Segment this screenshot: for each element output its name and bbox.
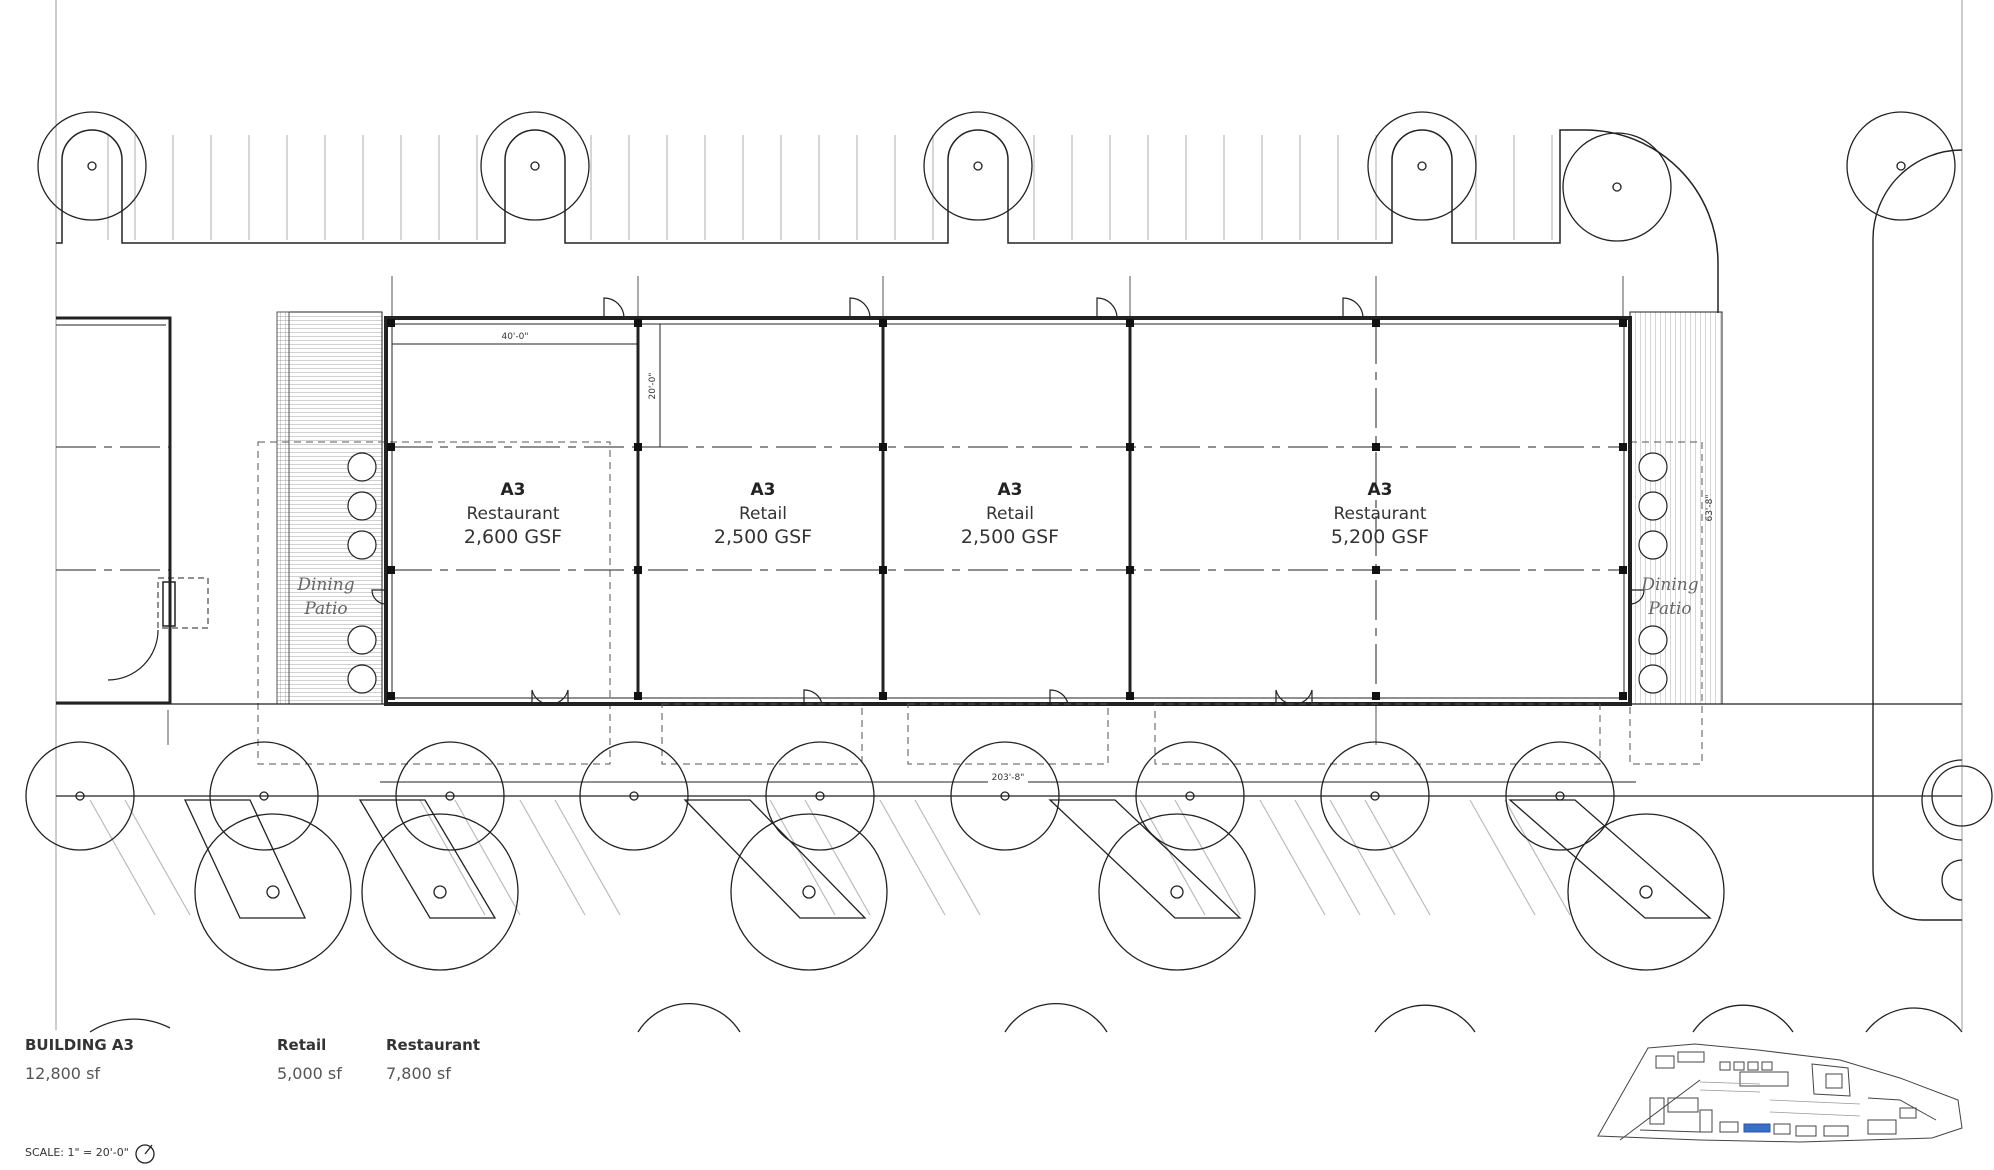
unit-1: A3 Restaurant 2,600 GSF	[464, 480, 562, 548]
right-dining-patio	[1629, 311, 1723, 765]
restaurant-area: 7,800 sf	[386, 1064, 451, 1083]
left-dining-patio	[257, 311, 611, 765]
retail-legend: Retail 5,000 sf	[277, 1036, 342, 1083]
left-patio-label-line2: Patio	[303, 599, 347, 619]
dim-bay-width: 40'-0"	[501, 332, 528, 342]
building-a3	[371, 297, 1645, 706]
unit-4-id: A3	[1368, 480, 1393, 500]
top-parking	[107, 135, 1553, 240]
top-trees	[37, 111, 1956, 242]
unit-3-area: 2,500 GSF	[961, 526, 1059, 548]
building-legend: BUILDING A3 12,800 sf	[25, 1036, 134, 1083]
unit-3: A3 Retail 2,500 GSF	[961, 480, 1059, 548]
restaurant-legend: Restaurant 7,800 sf	[386, 1036, 480, 1083]
left-patio-label-line1: Dining	[296, 575, 354, 595]
unit-1-id: A3	[501, 480, 526, 500]
bottom-islands	[183, 799, 1712, 919]
site-key-map	[1597, 1043, 1963, 1143]
unit-4-area: 5,200 GSF	[1331, 526, 1429, 548]
dim-bay-depth: 20'-0"	[648, 372, 658, 399]
right-curb	[1872, 149, 1963, 921]
parking-trees	[194, 813, 1725, 971]
retail-area: 5,000 sf	[277, 1064, 342, 1083]
unit-2-area: 2,500 GSF	[714, 526, 812, 548]
scale-label: SCALE: 1" = 20'-0"	[25, 1146, 129, 1159]
unit-1-area: 2,600 GSF	[464, 526, 562, 548]
dim-building-length: 203'-8"	[992, 773, 1025, 783]
unit-3-use: Retail	[986, 504, 1034, 524]
building-area: 12,800 sf	[25, 1064, 101, 1083]
right-patio-label-line1: Dining	[1640, 575, 1698, 595]
unit-3-id: A3	[998, 480, 1023, 500]
right-patio-label-line2: Patio	[1647, 599, 1691, 619]
adjacent-building-left	[56, 316, 209, 705]
grid-lines	[167, 276, 1624, 745]
unit-4-use: Restaurant	[1333, 504, 1426, 524]
building-a3-highlight	[1743, 1123, 1771, 1133]
top-curb	[56, 129, 1719, 313]
unit-1-use: Restaurant	[466, 504, 559, 524]
north-arrow-icon	[135, 1144, 155, 1164]
street-trees	[25, 741, 1993, 851]
dim-building-depth: 63'-8"	[1705, 494, 1715, 521]
building-label: BUILDING A3	[25, 1036, 134, 1054]
unit-2-use: Retail	[739, 504, 787, 524]
unit-4: A3 Restaurant 5,200 GSF	[1331, 480, 1429, 548]
retail-label: Retail	[277, 1036, 327, 1054]
restaurant-label: Restaurant	[386, 1036, 480, 1054]
unit-2: A3 Retail 2,500 GSF	[714, 480, 812, 548]
cafe-zones	[661, 703, 1601, 765]
unit-2-id: A3	[751, 480, 776, 500]
